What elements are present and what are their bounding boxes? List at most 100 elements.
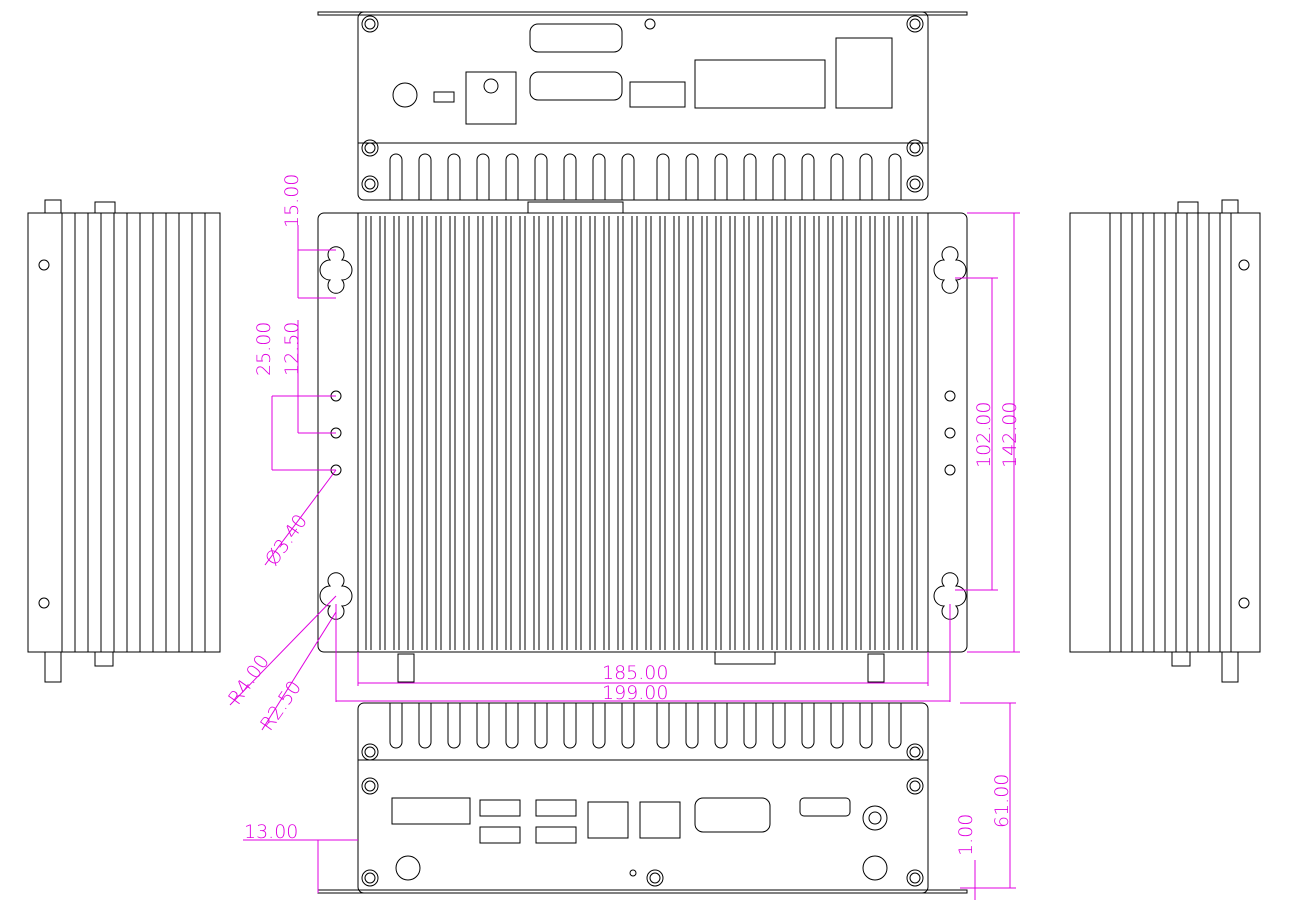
screw-icon [361, 777, 379, 795]
audio-jack [868, 811, 882, 825]
connector [1171, 651, 1191, 667]
heatsink-fin [656, 153, 670, 200]
dim-keyhole-radius-large: R4.00 [224, 651, 274, 709]
heatsink-fin [476, 703, 490, 749]
dim-hole-diameter: Ø3.40 [261, 510, 312, 570]
screw-icon [906, 743, 924, 761]
mounting-hole [944, 427, 956, 439]
antenna-connector [465, 71, 517, 125]
screw-icon [364, 872, 376, 884]
keyhole-slot [933, 572, 967, 620]
dc-power-connector [391, 797, 471, 825]
screw-icon [906, 777, 924, 795]
keyhole-slot [319, 572, 353, 620]
vga-port [694, 797, 771, 833]
heatsink-fin [592, 703, 606, 749]
lan-port [587, 801, 629, 839]
screw-icon [909, 780, 921, 792]
screw-icon [909, 872, 921, 884]
screw-icon [361, 139, 379, 157]
switch [433, 91, 455, 103]
hole [38, 259, 50, 271]
heatsink-fin [505, 703, 519, 749]
usb-port [479, 799, 521, 817]
audio-jack [862, 805, 888, 831]
screw-icon [906, 175, 924, 193]
heatsink-fin [418, 153, 432, 200]
serial-port-com2 [529, 71, 623, 101]
dim-mount-width: 185.00 [602, 662, 668, 684]
left-side-view [27, 212, 221, 653]
heatsink-fin [859, 153, 873, 200]
heatsink-fin [592, 153, 606, 200]
keyhole-slot [933, 246, 967, 294]
antenna-connector [862, 855, 888, 881]
heatsink-fin [743, 153, 757, 200]
terminal-block [835, 37, 893, 109]
dimension-line [261, 611, 337, 731]
hole [38, 597, 50, 609]
top-view-body [357, 212, 929, 653]
antenna-connector [395, 855, 421, 881]
hole [1238, 259, 1250, 271]
hdmi-port [799, 797, 851, 817]
connector [94, 651, 114, 667]
screw-icon [906, 15, 924, 33]
heatsink-fin [418, 703, 432, 749]
hole [644, 18, 656, 30]
heatsink-fin [621, 153, 635, 200]
dim-flange-offset: 13.00 [244, 821, 298, 843]
screw-icon [909, 142, 921, 154]
heatsink-fin [621, 703, 635, 749]
heatsink-fin [685, 153, 699, 200]
usb-port [479, 826, 521, 844]
heatsink-fin [534, 703, 548, 749]
led [629, 869, 637, 877]
usb-port [535, 826, 577, 844]
heatsink-fin [888, 703, 902, 749]
screw-icon [364, 18, 376, 30]
heatsink-fin [830, 703, 844, 749]
dim-hole-span: 25.00 [253, 322, 275, 376]
heatsink-fin [830, 153, 844, 200]
dimension-line [229, 595, 337, 706]
lan-port [639, 801, 681, 839]
heatsink-fin [476, 153, 490, 200]
connector [1177, 201, 1199, 214]
heatsink-fin [714, 703, 728, 749]
screw-icon [361, 15, 379, 33]
heatsink-fin [389, 703, 403, 749]
screw-icon [483, 78, 499, 94]
heatsink-fin [772, 153, 786, 200]
antenna-stub [44, 651, 62, 683]
dim-height: 61.00 [991, 774, 1013, 828]
dim-hole-pitch: 12.50 [281, 322, 303, 376]
antenna-stub [44, 199, 62, 214]
heatsink-fin [801, 703, 815, 749]
dim-flange-thickness: 1.00 [955, 814, 977, 856]
mounting-hole [944, 464, 956, 476]
vga-stub [714, 651, 776, 665]
dim-keyhole-offset: 15.00 [281, 174, 303, 228]
heatsink-fin [859, 703, 873, 749]
outline-geometry [27, 11, 1261, 894]
heatsink-fin [743, 703, 757, 749]
antenna-stub [867, 653, 885, 683]
heatsink-fin [505, 153, 519, 200]
gpio-terminal [694, 59, 826, 109]
screw-icon [646, 869, 664, 887]
screw-icon [909, 178, 921, 190]
dimension-lines [229, 212, 1020, 900]
heatsink-fin [563, 153, 577, 200]
heatsink-fin [447, 703, 461, 749]
screw-icon [909, 18, 921, 30]
heatsink-fin [714, 153, 728, 200]
heatsink-fin [656, 703, 670, 749]
dim-overall-width: 199.00 [602, 682, 668, 704]
heatsink-fin [447, 153, 461, 200]
screw-icon [364, 178, 376, 190]
mounting-hole [944, 390, 956, 402]
heatsink-fin [801, 153, 815, 200]
serial-port-com1 [529, 23, 623, 53]
